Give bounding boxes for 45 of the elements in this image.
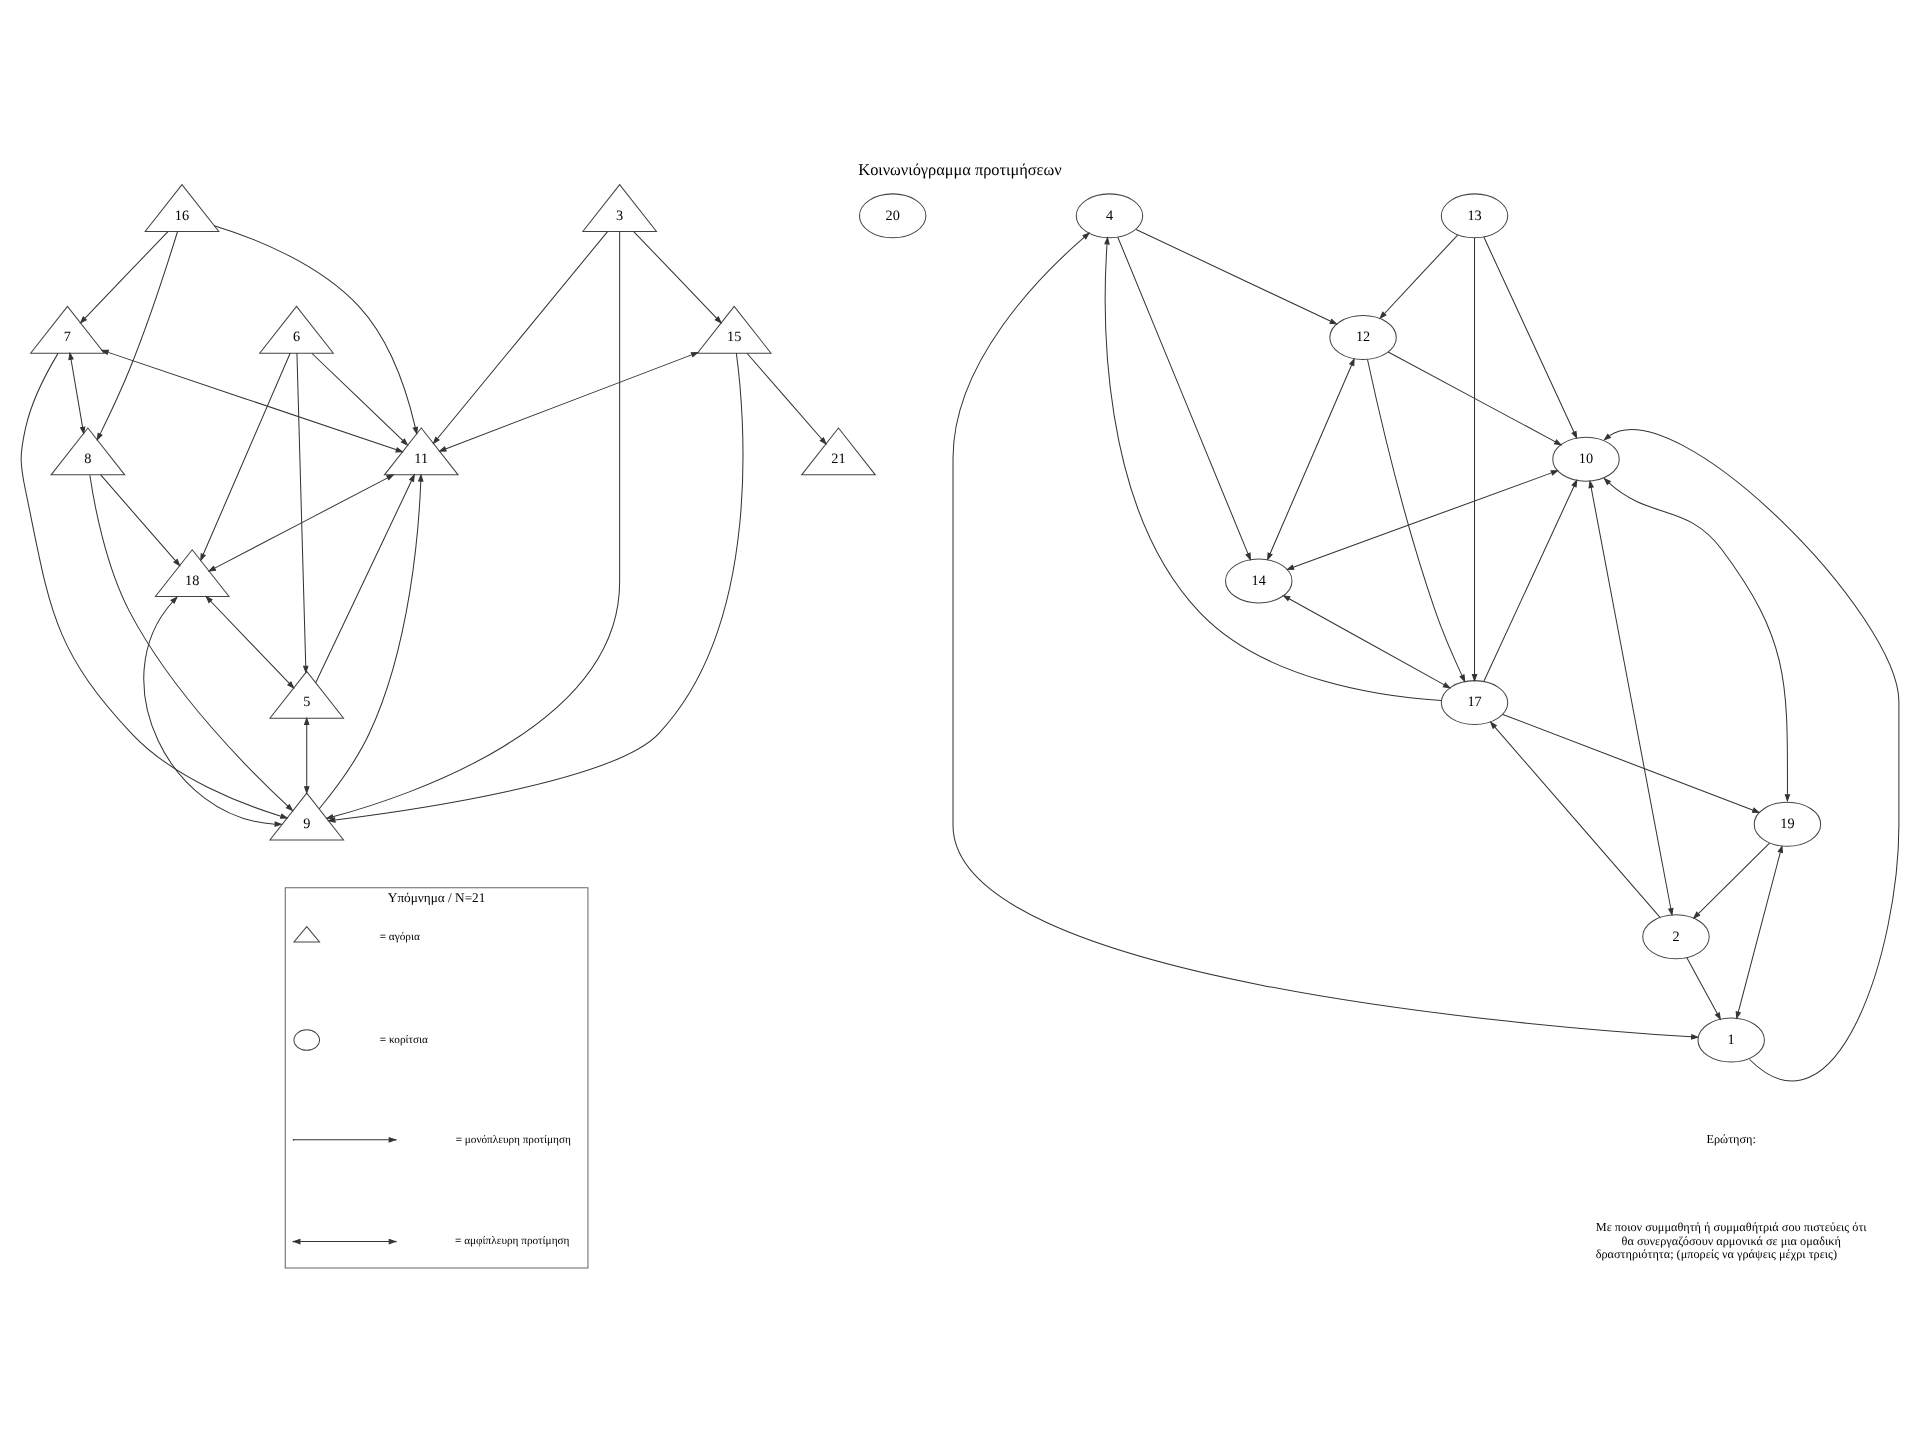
arrow [1471,237,1478,683]
arrow [438,351,700,452]
arrow [1483,236,1578,440]
arrow [952,232,1700,1040]
arrow [1735,844,1784,1020]
arrow [89,474,294,812]
arrow [143,596,283,827]
arrow [79,231,169,324]
arrow [1285,470,1559,570]
arrow [1117,236,1251,561]
arrow [1502,713,1761,813]
arrow [100,474,181,567]
arrow [100,349,404,453]
arrow [1267,357,1355,561]
diagram-title: Κοινωνιόγραμμα προτιμήσεων [858,161,1062,180]
arrow [296,352,309,674]
arrow [633,231,723,324]
arrow [1686,957,1722,1021]
arrow [311,352,409,446]
arrow [200,352,291,562]
arrow [213,225,419,435]
arrow [1367,359,1466,683]
arrow [20,352,289,819]
arrow [1603,477,1791,803]
arrow [327,352,744,823]
arrow [746,352,827,445]
arrow [432,231,609,445]
arrow [68,351,86,435]
arrow [96,231,178,441]
arrow [1483,479,1578,682]
arrow [303,716,310,795]
arrow [1379,234,1459,320]
arrow [1104,236,1442,702]
arrow [1387,351,1563,446]
arrow [1135,228,1338,325]
arrow [1588,479,1674,917]
arrow [1282,594,1452,689]
arrow [315,473,415,683]
arrow [1489,721,1661,918]
arrow [1692,842,1771,920]
arrow [1603,429,1900,1082]
arrow [205,595,295,690]
arrow [207,474,395,572]
arrow [318,473,424,810]
arrow [325,231,621,820]
